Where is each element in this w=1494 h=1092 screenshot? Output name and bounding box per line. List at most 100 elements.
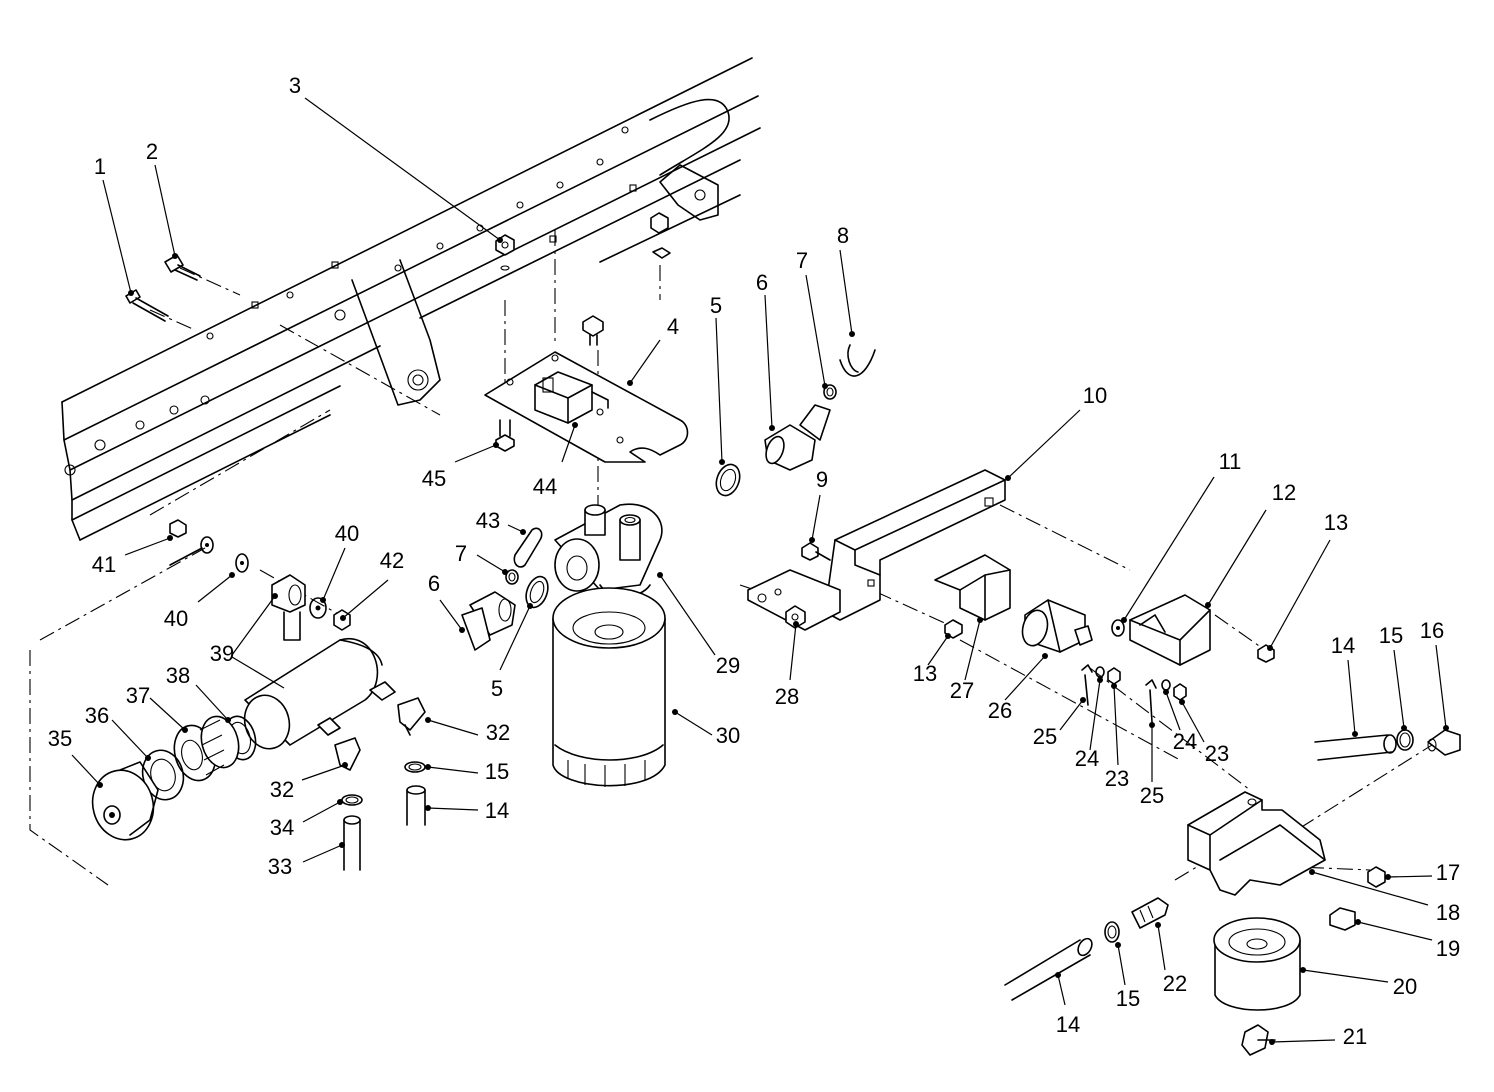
callout-35: 35 [48, 726, 72, 751]
callout-22: 22 [1163, 971, 1187, 996]
callout-32-lower: 32 [270, 777, 294, 802]
clamp-7-upper [823, 384, 837, 400]
nut-23-right [1173, 683, 1187, 701]
leader-lines [71, 97, 1449, 1045]
callout-6-lower: 6 [428, 571, 440, 596]
bolt-9 [801, 542, 831, 561]
fitting-22 [1131, 897, 1169, 929]
cap-35 [91, 761, 159, 841]
callout-15-right-lower: 15 [1116, 986, 1140, 1011]
callout-2: 2 [146, 139, 158, 164]
callout-40-upper: 40 [335, 521, 359, 546]
washer-40-right [309, 597, 327, 619]
callout-18: 18 [1436, 900, 1460, 925]
bracket-10 [747, 469, 1006, 631]
callout-23-left: 23 [1105, 766, 1129, 791]
callout-5-upper: 5 [710, 293, 722, 318]
elbow-32-upper [397, 697, 426, 736]
callout-15-left: 15 [485, 759, 509, 784]
filter-element-37 [173, 715, 240, 782]
callout-24-right: 24 [1173, 729, 1197, 754]
callout-labels: 1 2 3 4 5 5 6 6 7 7 8 9 10 11 12 13 13 1… [48, 73, 1460, 1049]
washer-11 [1111, 619, 1125, 637]
coil-26 [1021, 599, 1093, 653]
nut-23-left [1107, 667, 1121, 685]
callout-14-left: 14 [485, 798, 509, 823]
callout-19: 19 [1436, 936, 1460, 961]
clamp-15-right-lower [1104, 921, 1120, 943]
callout-27: 27 [950, 678, 974, 703]
clamp-15-right-upper [1396, 729, 1414, 751]
bracket-27 [934, 554, 1011, 621]
hose-8 [839, 344, 876, 377]
callout-5-lower: 5 [491, 676, 503, 701]
callout-13-upper: 13 [1324, 510, 1348, 535]
callout-10: 10 [1083, 383, 1107, 408]
callout-25-right: 25 [1140, 783, 1164, 808]
callout-15-right-upper: 15 [1379, 623, 1403, 648]
callout-12: 12 [1272, 480, 1296, 505]
gasket-36 [141, 749, 185, 801]
callout-17: 17 [1436, 860, 1460, 885]
callout-40-lower: 40 [164, 606, 188, 631]
callout-41: 41 [92, 552, 116, 577]
callout-44: 44 [533, 474, 557, 499]
callout-6-upper: 6 [756, 270, 768, 295]
callout-7-upper: 7 [796, 248, 808, 273]
callout-14-right-upper: 14 [1331, 633, 1355, 658]
plug-17 [1367, 866, 1386, 888]
bolt-41 [169, 519, 187, 538]
callout-32-upper: 32 [486, 720, 510, 745]
callout-37: 37 [126, 683, 150, 708]
bolt-2 [164, 254, 201, 281]
oring-5-upper [715, 463, 741, 497]
elbow-6-lower [461, 591, 516, 651]
callout-14-right-lower: 14 [1056, 1012, 1080, 1037]
elbow-16 [1427, 729, 1461, 756]
relay-44 [534, 371, 609, 424]
hose-33 [343, 815, 361, 871]
relay-12 [1129, 594, 1211, 666]
washer-40-center [235, 553, 249, 573]
nut-upper-right [650, 212, 671, 259]
callout-45: 45 [422, 466, 446, 491]
callout-28: 28 [775, 684, 799, 709]
alignment-lines [29, 230, 1441, 886]
frame-rail [61, 57, 761, 541]
terminal-25-left [1081, 664, 1093, 706]
callout-3: 3 [289, 73, 301, 98]
filter-head-29 [554, 503, 663, 597]
callout-20: 20 [1393, 974, 1417, 999]
filter-head-18 [1187, 791, 1326, 896]
clamp-15-left [404, 761, 426, 773]
callout-11: 11 [1219, 449, 1242, 474]
washer-40-left [169, 536, 214, 566]
hose-14-right-lower [1004, 937, 1093, 1001]
hose-14-left [406, 785, 426, 826]
callout-29: 29 [716, 653, 740, 678]
filter-housing [243, 637, 396, 750]
callout-25-left: 25 [1033, 724, 1057, 749]
terminal-25-right [1145, 679, 1157, 723]
callout-7-lower: 7 [455, 541, 467, 566]
clamp-34 [341, 794, 363, 806]
hose-14-right-upper [1314, 734, 1397, 761]
callout-33: 33 [268, 854, 292, 879]
callout-1: 1 [94, 154, 106, 179]
elbow-32-lower [334, 737, 361, 771]
callout-36: 36 [85, 703, 109, 728]
callout-34: 34 [270, 815, 294, 840]
callout-4: 4 [667, 314, 679, 339]
callout-13-lower: 13 [913, 661, 937, 686]
bolt-45 [495, 419, 515, 452]
callout-8: 8 [837, 223, 849, 248]
callout-16: 16 [1420, 618, 1444, 643]
callout-39: 39 [210, 641, 234, 666]
callout-9: 9 [816, 467, 828, 492]
oil-filter-30 [552, 587, 666, 787]
callout-43: 43 [476, 508, 500, 533]
elbow-6-upper [764, 404, 831, 471]
clamp-7-lower [505, 569, 519, 585]
bolt-plate-top [582, 315, 604, 346]
